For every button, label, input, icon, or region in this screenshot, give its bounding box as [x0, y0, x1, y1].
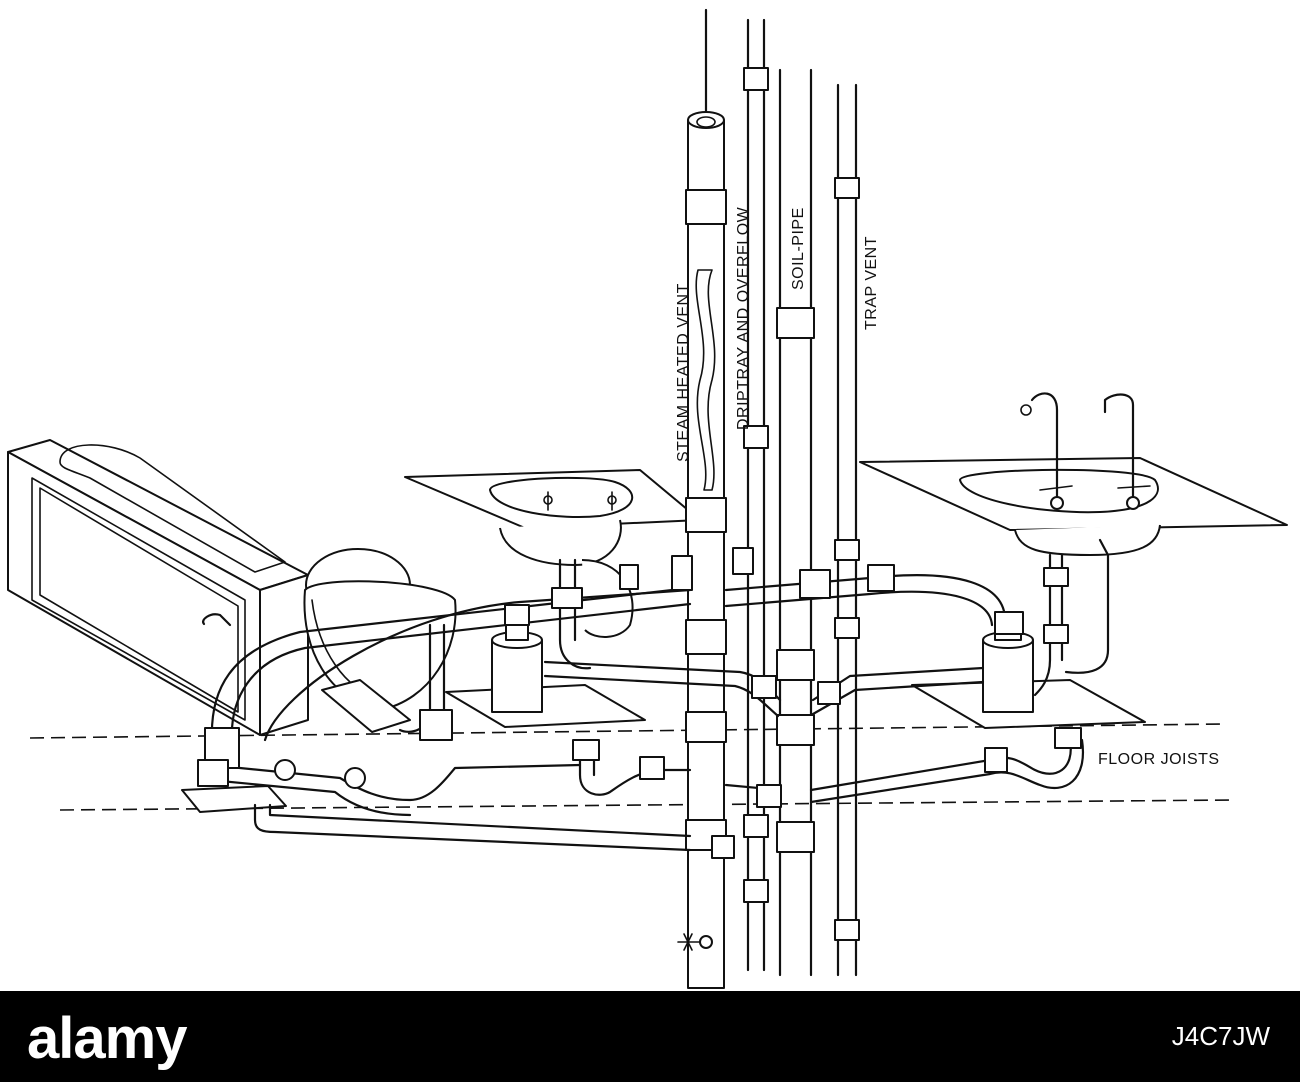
- label-driptray-overflow: DRIPTRAY AND OVERFLOW: [735, 206, 752, 430]
- alamy-logo: alamy: [27, 1006, 187, 1071]
- water-closet: [303, 548, 457, 733]
- image-code: J4C7JW: [1171, 1021, 1270, 1051]
- soil-pipe-stack: [776, 68, 815, 977]
- diagram-canvas: STEAM HEATED VENT DRIPTRAY AND OVERFLOW …: [7, 8, 1288, 989]
- branch-pipes: [197, 538, 1110, 859]
- label-steam-heated-vent: STEAM HEATED VENT: [675, 283, 692, 462]
- watermark-banner: alamy J4C7JW: [0, 991, 1300, 1082]
- lavatory-right: [859, 392, 1288, 556]
- label-trap-vent: TRAP VENT: [863, 236, 880, 330]
- trap-vent-stack: [834, 83, 860, 977]
- driptray-overflow-stack: [743, 18, 769, 972]
- floor-plate-left: [181, 785, 287, 813]
- bathtub: [7, 439, 309, 736]
- label-soil-pipe: SOIL-PIPE: [790, 207, 807, 290]
- steam-heated-vent-stack: [677, 8, 727, 989]
- trap-center: [491, 619, 543, 713]
- floor-plate-center: [445, 684, 646, 728]
- lavatory-left: [404, 469, 701, 638]
- label-floor-joists: FLOOR JOISTS: [1098, 751, 1220, 768]
